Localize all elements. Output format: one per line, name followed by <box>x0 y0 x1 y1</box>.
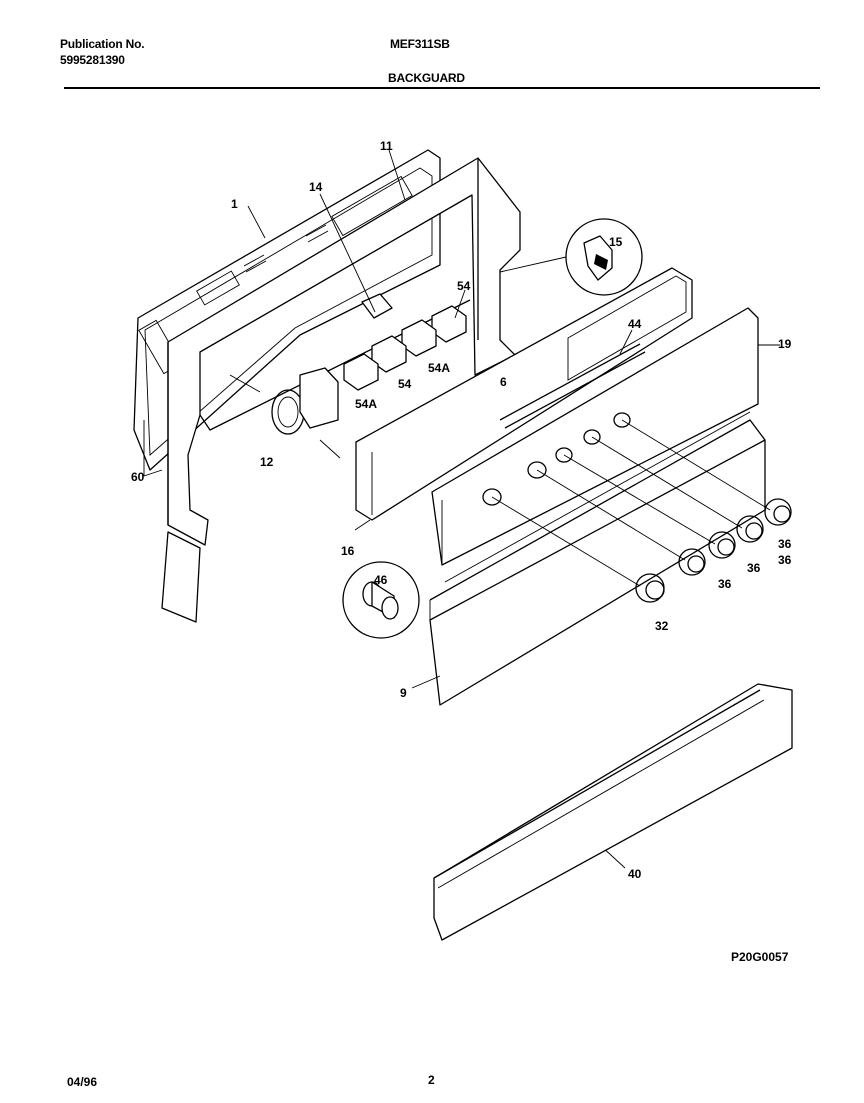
callout-12: 12 <box>260 455 274 469</box>
detail-circle-part-15 <box>499 218 643 296</box>
footer-date: 04/96 <box>67 1075 98 1089</box>
publication-label: Publication No. <box>60 37 145 51</box>
callout-labels: 1 11 14 15 54 44 19 54 54A 54A 6 60 12 1… <box>131 139 792 881</box>
leader-lines <box>143 149 780 869</box>
callout-1: 1 <box>231 197 238 211</box>
callout-36-b: 36 <box>778 553 792 567</box>
callout-16: 16 <box>341 544 355 558</box>
knob-parts-36 <box>678 498 792 576</box>
callout-36-d: 36 <box>718 577 732 591</box>
publication-number: 5995281390 <box>60 53 125 67</box>
callout-44: 44 <box>628 317 642 331</box>
callout-36-a: 36 <box>778 537 792 551</box>
callout-19: 19 <box>778 337 792 351</box>
callout-6: 6 <box>500 375 507 389</box>
callout-32: 32 <box>655 619 669 633</box>
timer-part-12 <box>229 367 341 459</box>
section-title: BACKGUARD <box>388 71 465 85</box>
callout-11: 11 <box>380 139 393 153</box>
figure-code: P20G0057 <box>731 950 789 964</box>
front-panel-part-19 <box>431 307 759 566</box>
callout-36-c: 36 <box>747 561 761 575</box>
switch-parts-54 <box>343 293 467 391</box>
page-number: 2 <box>428 1073 435 1087</box>
backguard-housing <box>161 157 521 623</box>
callout-14: 14 <box>309 180 323 194</box>
callout-40: 40 <box>628 867 642 881</box>
header-rule <box>64 87 820 89</box>
callout-54A-left: 54A <box>355 397 377 411</box>
callout-15: 15 <box>609 235 623 249</box>
callout-60: 60 <box>131 470 145 484</box>
callout-54A-right: 54A <box>428 361 450 375</box>
callout-9: 9 <box>400 686 407 700</box>
control-panel-part-16 <box>355 267 693 521</box>
model-number: MEF311SB <box>390 37 450 51</box>
trim-part-40 <box>433 683 793 941</box>
callout-54-top: 54 <box>457 279 471 293</box>
knob-part-32 <box>635 573 665 603</box>
callout-46: 46 <box>374 573 388 587</box>
detail-circle-part-46 <box>342 561 420 639</box>
callout-54-mid: 54 <box>398 377 412 391</box>
